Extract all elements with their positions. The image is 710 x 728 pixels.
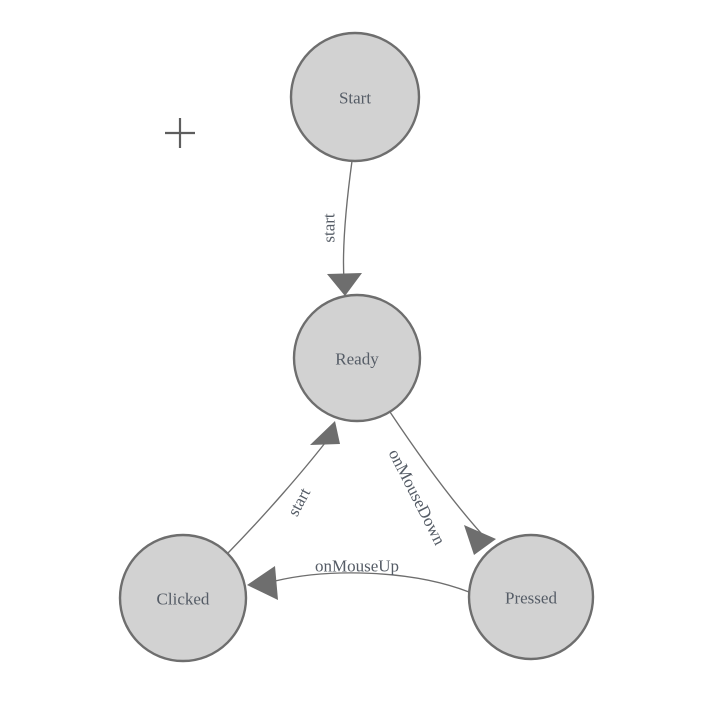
node-start-label: Start xyxy=(339,89,371,108)
edge-path-start-to-ready xyxy=(342,160,353,281)
node-ready-circle[interactable] xyxy=(292,293,422,423)
edge-label-ready-to-pressed: onMouseDown xyxy=(385,446,450,548)
edge-label-start-to-ready: start xyxy=(320,213,339,243)
edge-path-ready-to-pressed xyxy=(389,411,491,544)
node-ready-label: Ready xyxy=(335,350,379,369)
node-start-circle[interactable] xyxy=(289,31,421,163)
edge-path-clicked-to-ready xyxy=(227,442,326,554)
edge-label-pressed-to-clicked: onMouseUp xyxy=(315,557,399,576)
edge-pressed-to-clicked[interactable]: onMouseUp xyxy=(247,557,470,601)
node-clicked-circle[interactable] xyxy=(118,533,248,663)
edge-ready-to-pressed[interactable]: onMouseDown xyxy=(385,411,496,555)
edge-label-clicked-to-ready: start xyxy=(284,484,315,519)
plus-marker[interactable] xyxy=(165,118,195,148)
edge-start-to-ready[interactable]: start xyxy=(320,160,363,296)
arrowhead-pressed-to-clicked xyxy=(247,566,278,600)
arrowhead-start-to-ready xyxy=(327,273,362,296)
node-pressed-circle[interactable] xyxy=(467,533,595,661)
edge-path-pressed-to-clicked xyxy=(274,572,470,593)
arrowhead-clicked-to-ready xyxy=(310,421,340,445)
node-ready[interactable]: Ready xyxy=(292,293,422,423)
node-pressed-label: Pressed xyxy=(505,589,557,608)
node-clicked-label: Clicked xyxy=(157,590,210,609)
node-clicked[interactable]: Clicked xyxy=(118,533,248,663)
node-start[interactable]: Start xyxy=(289,31,421,163)
arrowhead-ready-to-pressed xyxy=(464,525,496,555)
edge-clicked-to-ready[interactable]: start xyxy=(227,421,340,554)
node-pressed[interactable]: Pressed xyxy=(467,533,595,661)
